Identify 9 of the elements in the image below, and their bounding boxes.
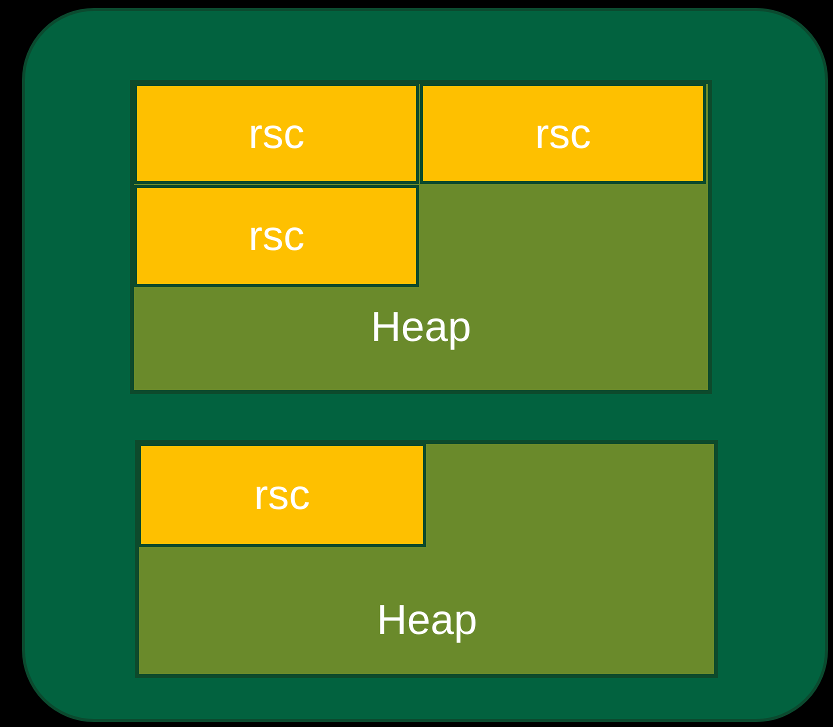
container-panel xyxy=(22,8,828,722)
resource-block: rsc xyxy=(138,443,426,547)
resource-block: rsc xyxy=(420,83,706,184)
memory-block xyxy=(135,440,718,678)
memory-block xyxy=(130,80,712,394)
block-label: Heap xyxy=(376,599,478,641)
resource-block: rsc xyxy=(134,185,419,287)
block-label: Heap xyxy=(370,306,472,348)
resource-block: rsc xyxy=(134,83,419,184)
